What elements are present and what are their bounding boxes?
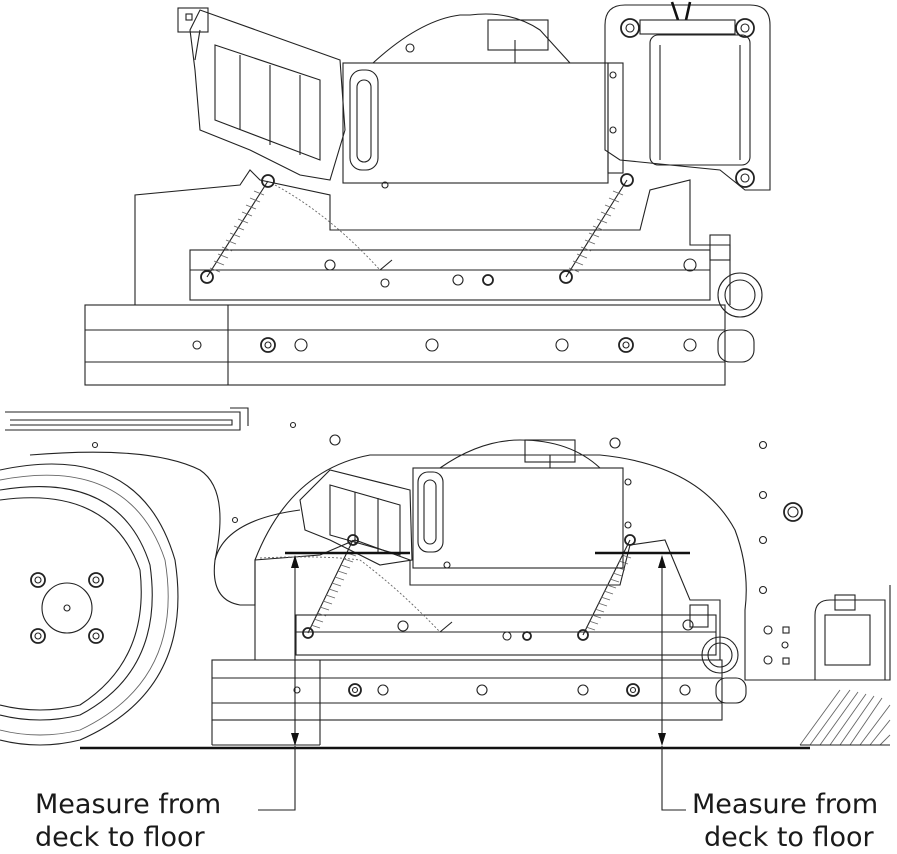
lower-housing bbox=[412, 439, 632, 569]
lower-side-plate bbox=[254, 534, 739, 674]
callout-right-label: Measure from deck to floor bbox=[692, 788, 878, 854]
wheel bbox=[0, 463, 179, 746]
callout-right-line1: Measure from bbox=[692, 789, 879, 820]
measurement-left bbox=[258, 551, 410, 811]
callout-left-line2: deck to floor bbox=[35, 822, 205, 853]
upper-actuator bbox=[604, 1, 771, 191]
lower-shroud bbox=[29, 451, 891, 681]
lower-machine-assembly bbox=[0, 407, 891, 750]
upper-motor bbox=[177, 7, 346, 181]
measurement-right bbox=[595, 551, 690, 811]
upper-housing bbox=[342, 13, 624, 184]
side-broom bbox=[799, 594, 891, 746]
upper-spring-right bbox=[565, 179, 628, 278]
lower-deck-bar bbox=[211, 659, 747, 746]
upper-side-plate bbox=[134, 169, 763, 318]
upper-deck-bar bbox=[84, 304, 755, 386]
upper-spring-left bbox=[206, 180, 269, 278]
lower-chain bbox=[259, 556, 441, 633]
callout-right-line2: deck to floor bbox=[704, 822, 874, 853]
lower-spring-left bbox=[307, 539, 357, 634]
upper-chain bbox=[274, 184, 381, 271]
callout-left-label: Measure from deck to floor bbox=[35, 788, 221, 854]
lower-frame bbox=[5, 407, 621, 524]
lower-right-frame-bolts bbox=[758, 440, 803, 665]
callout-left-line1: Measure from bbox=[35, 789, 222, 820]
upper-deck-assembly bbox=[84, 1, 771, 386]
lower-motor bbox=[299, 469, 413, 566]
